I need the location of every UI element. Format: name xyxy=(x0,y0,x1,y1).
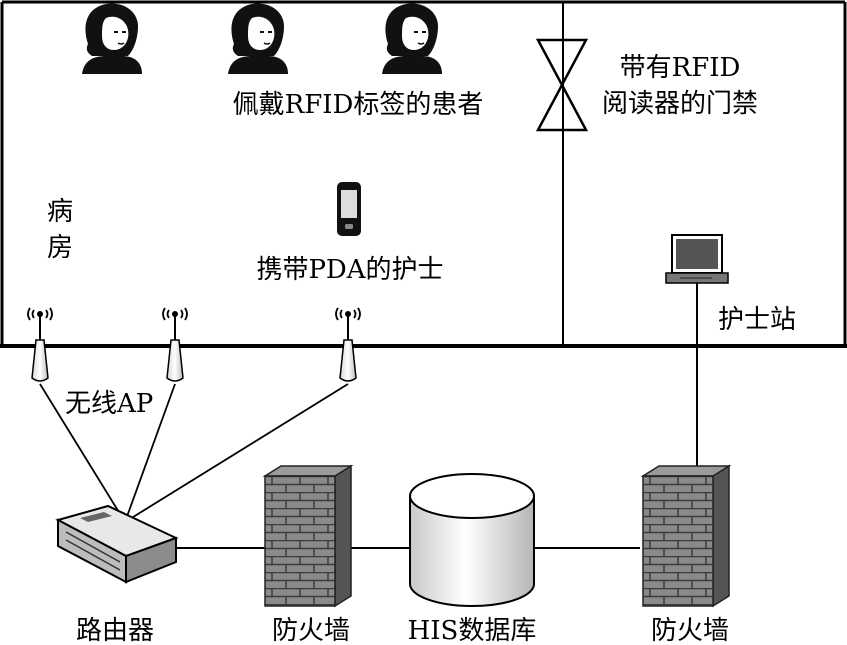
ap-router-links xyxy=(39,383,349,523)
nurse-pda-label: 携带PDA的护士 xyxy=(256,255,443,285)
person-head-icon xyxy=(81,2,143,75)
nurse-station-label: 护士站 xyxy=(718,305,796,335)
door-label-line2: 阅读器的门禁 xyxy=(602,89,758,119)
router-icon xyxy=(55,504,179,584)
door-label-line1: 带有RFID xyxy=(620,53,741,83)
computer-terminal-icon xyxy=(665,234,729,284)
pda-icon xyxy=(337,182,361,236)
person-head-icon xyxy=(227,2,289,75)
firewall-left-label: 防火墙 xyxy=(272,616,350,645)
firewall-brick-icon xyxy=(264,465,352,607)
ward-label-char1: 病 xyxy=(47,197,73,227)
database-cylinder-icon xyxy=(409,473,535,607)
building-frame xyxy=(0,0,847,348)
patient-icons xyxy=(81,2,443,75)
wireless-ap-label: 无线AP xyxy=(65,389,153,419)
his-db-label: HIS数据库 xyxy=(408,616,537,645)
firewall-brick-icon xyxy=(642,465,730,607)
door-gate-icon xyxy=(535,38,589,132)
person-head-icon xyxy=(381,2,443,75)
patients-label: 佩戴RFID标签的患者 xyxy=(233,90,484,120)
router-label: 路由器 xyxy=(76,616,154,645)
firewall-right-label: 防火墙 xyxy=(651,616,729,645)
ward-label-char2: 房 xyxy=(47,233,73,263)
